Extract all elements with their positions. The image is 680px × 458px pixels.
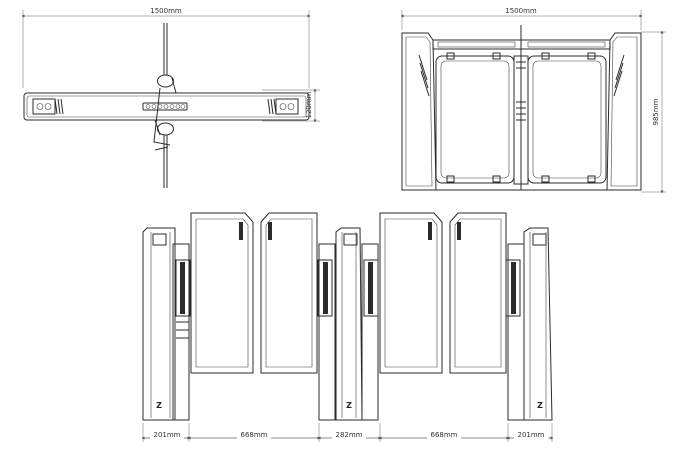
cabinet-logo: Z: [346, 401, 352, 410]
door-panel-3: [379, 212, 443, 374]
front-view: 1500mm 985mm: [400, 7, 666, 194]
door-panel-1: [190, 212, 254, 374]
cabinet-logo: Z: [537, 401, 543, 410]
dim-label-3: 282mm: [336, 431, 363, 439]
front-view-right-cabinet: [606, 32, 642, 191]
cabinet-logo: Z: [156, 401, 162, 410]
dim-label-5: 201mm: [518, 431, 545, 439]
dim-label-1: 201mm: [154, 431, 181, 439]
top-view-width-label: 1500mm: [150, 7, 182, 15]
front-view-width-label: 1500mm: [505, 7, 537, 15]
dim-label-2: 668mm: [241, 431, 268, 439]
front-view-left-door: [435, 52, 515, 184]
top-view-cabinet: [23, 92, 310, 121]
top-view-swing-panels: [153, 23, 177, 188]
elevation-view: Z Z Z: [141, 212, 554, 442]
dim-label-4: 668mm: [431, 431, 458, 439]
top-view-right-reader: [267, 98, 299, 115]
door-panel-4: [449, 212, 507, 374]
front-view-left-cabinet: [401, 32, 437, 191]
front-view-right-door: [527, 52, 607, 184]
cabinet-1: Z: [142, 227, 191, 421]
top-view-left-reader: [32, 98, 64, 115]
cabinet-2: Z: [317, 227, 379, 421]
top-view-indicator-strip: [142, 102, 188, 111]
front-view-center-post: [513, 25, 529, 190]
elevation-dimensions: 201mm 668mm 282mm 668mm 201mm: [141, 423, 554, 442]
door-panel-2: [260, 212, 318, 374]
front-view-height-label: 985mm: [652, 98, 660, 125]
cabinet-3: Z: [505, 227, 553, 421]
top-view: 1500mm 120mm: [21, 7, 320, 188]
